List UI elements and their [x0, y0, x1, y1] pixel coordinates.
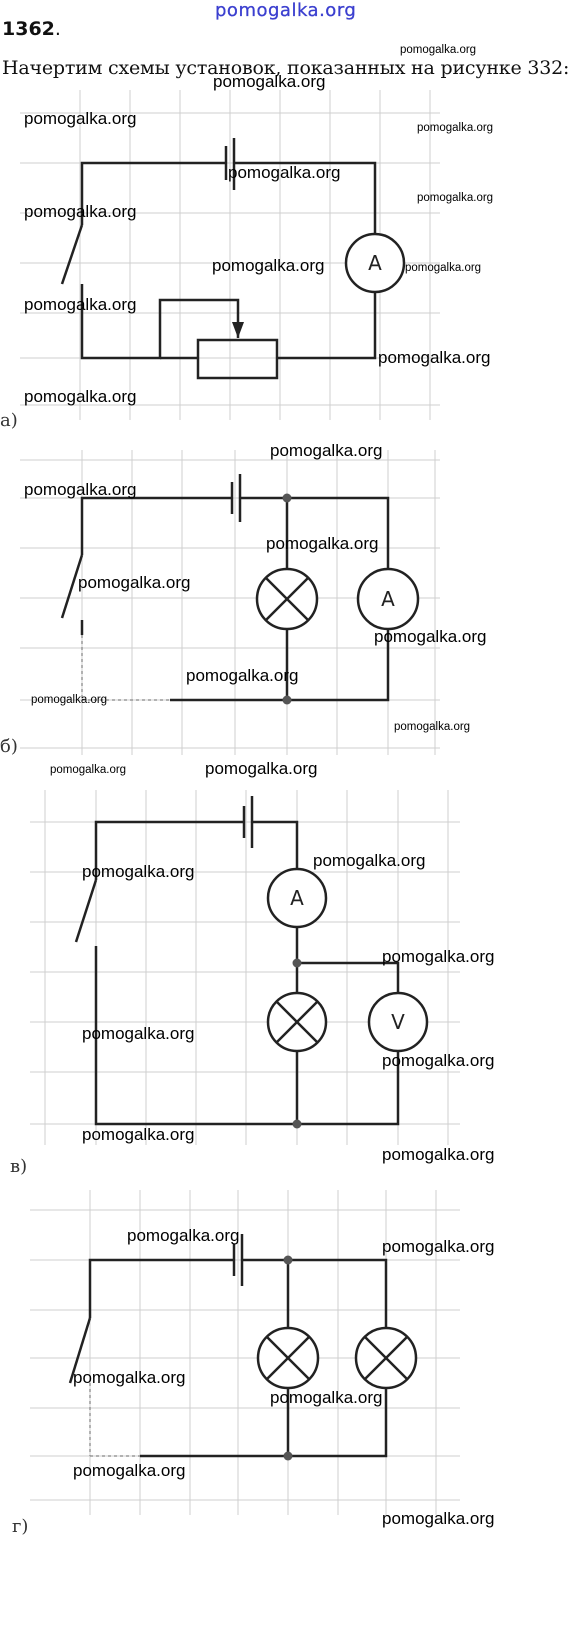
junction — [283, 1255, 293, 1265]
watermark: pomogalka.org — [73, 1368, 186, 1387]
wire — [80, 496, 232, 555]
watermark: pomogalka.org — [73, 1461, 186, 1480]
problem-statement: Начертим схемы установок, показанных на … — [2, 57, 569, 79]
ammeter — [356, 567, 420, 631]
wire — [234, 161, 377, 238]
watermark: pomogalka.org — [127, 1226, 240, 1245]
problem-number: 1362. — [2, 18, 61, 40]
ammeter — [344, 232, 406, 294]
ammeter — [266, 867, 328, 929]
watermark: pomogalka.org — [82, 862, 195, 881]
watermark: pomogalka.org — [82, 1024, 195, 1043]
problem-number-value: 1362 — [2, 18, 55, 40]
watermark: pomogalka.org — [382, 1509, 495, 1528]
lamp-cross — [266, 1336, 310, 1380]
circuit-diagrams: A — [20, 90, 460, 1515]
grid-v — [30, 790, 460, 1145]
watermark: pomogalka.org — [270, 1388, 383, 1407]
diagram-label-g: г) — [12, 1516, 29, 1537]
watermark: pomogalka.org — [270, 441, 383, 460]
watermark: pomogalka.org — [50, 764, 127, 776]
wire — [297, 961, 400, 993]
watermark: pomogalka.org — [417, 122, 494, 134]
problem-number-suffix: . — [54, 18, 61, 40]
watermark: pomogalka.org — [186, 666, 299, 685]
site-logo[interactable]: pomogalka.org — [215, 0, 357, 21]
watermark: pomogalka.org — [24, 202, 137, 221]
voltmeter — [367, 991, 429, 1053]
diagram-b: A — [20, 450, 440, 755]
watermark: pomogalka.org — [313, 851, 426, 870]
watermark: pomogalka.org — [24, 387, 137, 406]
diagram-v: A V — [30, 790, 460, 1145]
lamp-cross — [276, 1001, 318, 1043]
wire — [88, 1258, 234, 1318]
watermark: pomogalka.org — [382, 1145, 495, 1164]
watermark: pomogalka.org — [378, 348, 491, 367]
wire — [170, 628, 390, 702]
junction — [282, 493, 292, 503]
wire — [94, 820, 244, 880]
watermark: pomogalka.org — [417, 192, 494, 204]
junction — [292, 958, 302, 968]
watermark: pomogalka.org — [82, 1125, 195, 1144]
watermark: pomogalka.org — [24, 109, 137, 128]
watermark: pomogalka.org — [212, 256, 325, 275]
lamp-cross — [364, 1336, 408, 1380]
wire — [140, 1388, 388, 1458]
wire — [277, 288, 377, 360]
ammeter-symbol: A — [290, 886, 304, 910]
junction — [282, 695, 292, 705]
wire — [297, 1051, 400, 1126]
watermark: pomogalka.org — [24, 295, 137, 314]
watermark: pomogalka.org — [24, 480, 137, 499]
watermark: pomogalka.org — [405, 262, 482, 274]
wire — [94, 946, 297, 1126]
watermark: pomogalka.org — [374, 627, 487, 646]
watermark: pomogalka.org — [382, 947, 495, 966]
watermark: pomogalka.org — [213, 72, 326, 91]
wire — [80, 161, 225, 225]
watermark: pomogalka.org — [31, 694, 108, 706]
watermark: pomogalka.org — [382, 1051, 495, 1070]
wire — [80, 284, 240, 360]
watermark: pomogalka.org — [394, 721, 471, 733]
diagram-label-a: а) — [0, 410, 18, 431]
lamp-cross — [265, 577, 309, 621]
watermark: pomogalka.org — [228, 163, 341, 182]
voltmeter-symbol: V — [391, 1010, 405, 1034]
watermark: pomogalka.org — [266, 534, 379, 553]
switch-blade — [60, 554, 84, 619]
ammeter-symbol: A — [381, 587, 395, 611]
watermark: pomogalka.org — [205, 759, 318, 778]
rheostat — [196, 338, 279, 380]
switch-blade — [68, 1317, 92, 1384]
watermark: pomogalka.org — [400, 44, 477, 56]
wire — [242, 1258, 388, 1328]
junction — [292, 1119, 302, 1129]
ammeter-symbol: A — [368, 251, 382, 275]
diagram-label-v: в) — [10, 1156, 28, 1177]
rheostat-slider-arrow — [232, 322, 244, 338]
watermark: pomogalka.org — [382, 1237, 495, 1256]
watermark: pomogalka.org — [78, 573, 191, 592]
diagram-a: A — [20, 90, 440, 420]
switch-blade — [74, 879, 98, 943]
switch-blade — [60, 224, 84, 285]
diagram-label-b: б) — [0, 736, 18, 757]
wire — [252, 820, 299, 869]
junction — [283, 1451, 293, 1461]
diagram-g — [30, 1190, 460, 1515]
